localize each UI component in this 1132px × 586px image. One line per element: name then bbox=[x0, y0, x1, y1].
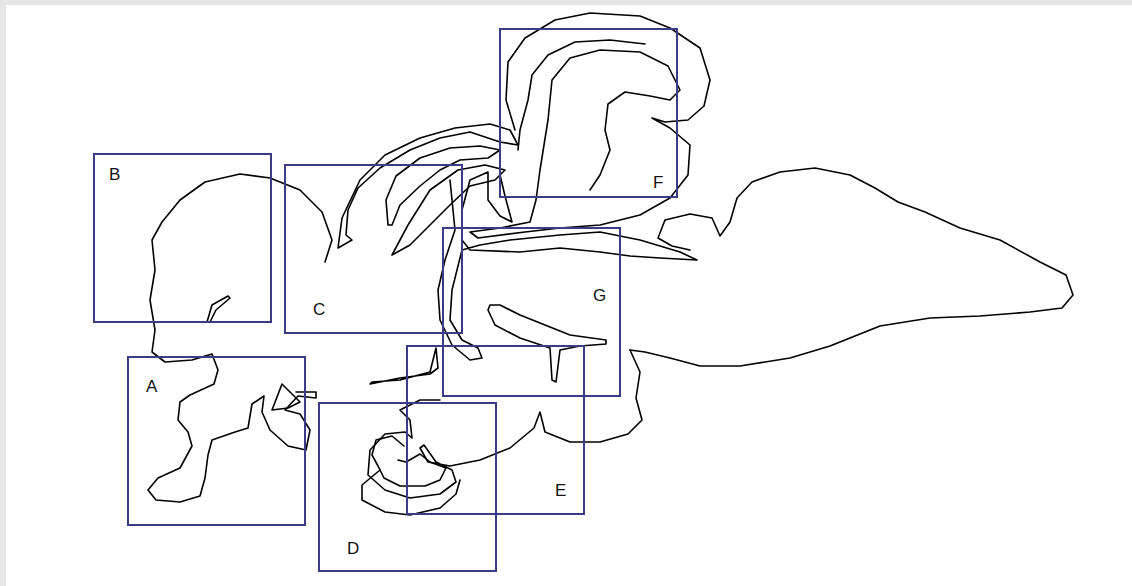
page-edge bbox=[0, 0, 1132, 5]
box-letter: E bbox=[553, 481, 568, 500]
box-letter: C bbox=[311, 300, 327, 319]
tissue-outline bbox=[630, 168, 1073, 366]
box-letter: D bbox=[345, 539, 361, 558]
tissue-outline bbox=[272, 384, 300, 410]
tissue-outline bbox=[207, 296, 230, 322]
tissue-outline bbox=[438, 172, 697, 360]
inset-box: G bbox=[442, 227, 621, 397]
tissue-outline bbox=[488, 305, 606, 382]
tissue-outline bbox=[368, 350, 642, 498]
inset-box: F bbox=[499, 28, 678, 198]
page-edge bbox=[0, 0, 6, 586]
tissue-outline bbox=[362, 470, 460, 515]
tissue-outline bbox=[470, 13, 710, 238]
inset-box: C bbox=[284, 164, 463, 334]
inset-box: D bbox=[318, 402, 497, 572]
tissue-outline bbox=[518, 40, 645, 150]
box-letter: G bbox=[591, 286, 608, 305]
inset-box: A bbox=[127, 356, 306, 526]
inset-box: B bbox=[93, 153, 272, 323]
tissue-outline bbox=[370, 348, 438, 384]
tissue-outline bbox=[386, 146, 500, 225]
box-letter: B bbox=[107, 165, 122, 184]
box-letter: A bbox=[144, 377, 159, 396]
tissue-outline bbox=[372, 436, 446, 486]
box-letter: F bbox=[651, 173, 665, 192]
